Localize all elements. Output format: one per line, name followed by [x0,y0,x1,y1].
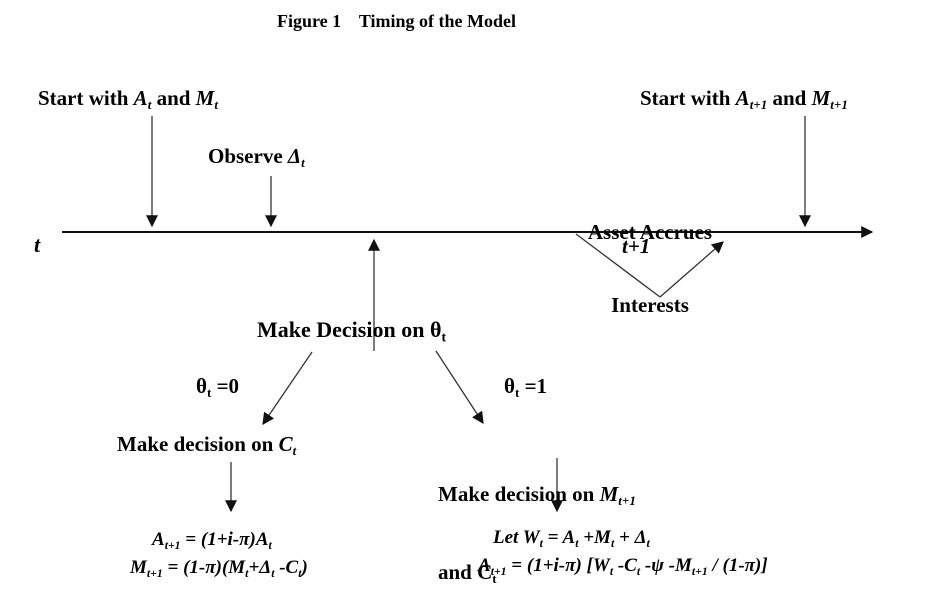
time-t-label: t [34,232,41,257]
theta-equals-1-label: θt =1 [504,374,548,401]
arrow-branch-theta0 [262,351,313,425]
theta0-formula-a: At+1 = (1+i-π)At [152,529,272,552]
theta0-formula-m: Mt+1 = (1-π)(Mt+Δt -Ct) [130,557,308,580]
start-with-t-plus-1-label: Start with At+1 and Mt+1 [640,86,848,113]
decision-m-label-line-2: and Ct [438,559,497,586]
observe-delta-label: Observe Δt [208,144,305,171]
accrual-v-left-segment [575,233,661,298]
theta1-formula-w: Let Wt = At +Mt + Δt [493,527,650,550]
decision-c-label: Make decision on Ct [117,432,297,459]
make-decision-theta-label: Make Decision on θt [257,317,446,345]
asset-accrues-label: Asset Accrues Interests [556,172,744,365]
decision-m-label: Make decision on Mt+1 and Ct [438,432,636,606]
asset-accrues-line-2: Interests [611,292,689,317]
theta-equals-0-label: θt =0 [196,374,240,401]
time-t-plus-1-label: t+1 [622,234,651,258]
theta1-formula-a: At+1 = (1+i-π) [Wt -Ct -ψ -Mt+1 / (1-π)] [478,555,768,578]
start-with-t-label: Start with At and Mt [38,86,218,113]
asset-accrues-line-1: Asset Accrues [587,220,713,245]
figure-title: Figure 1 Timing of the Model [277,11,517,31]
accrual-v-right-arrow [659,241,724,298]
arrow-branch-theta1 [435,350,484,425]
decision-m-label-line-1: Make decision on Mt+1 [438,482,636,509]
